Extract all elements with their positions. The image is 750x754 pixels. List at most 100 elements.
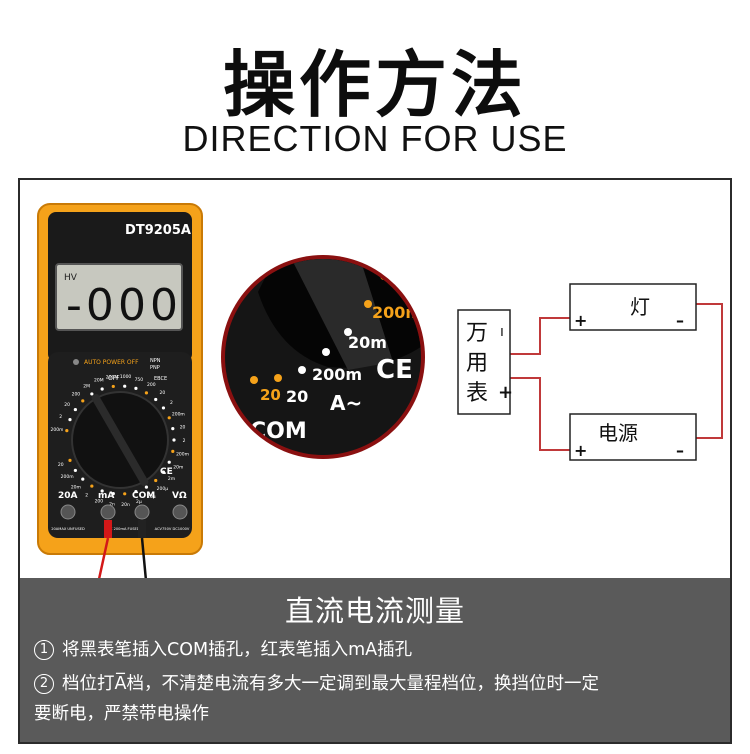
dial-range-label: 20n <box>121 502 130 508</box>
instruction-step-2-cont: 要断电，严禁带电操作 <box>34 700 209 728</box>
lcd-hv: HV <box>64 273 78 283</box>
jack-com: COM <box>132 491 155 501</box>
dial-range-label: 20 <box>159 390 165 396</box>
dial-range-label: 200 <box>72 392 81 398</box>
dial-position-dot <box>154 478 158 483</box>
off-label: OFF <box>108 375 120 382</box>
npn-label: NPN <box>150 358 161 364</box>
dial-range-label: 2m <box>168 476 175 482</box>
meter-ce-mark: CE <box>160 467 173 477</box>
dial-range-label: 2 <box>183 438 186 444</box>
svg-text:20: 20 <box>286 387 308 406</box>
dial-position-dot <box>68 418 72 422</box>
dial-position-dot <box>90 484 94 488</box>
dial-range-label: 200m <box>50 427 63 433</box>
instruction-step-2: 2 档位打A̅档，不清楚电流有多大一定调到最大量程档位，换挡位时一定 <box>34 670 599 698</box>
page-title-en: DIRECTION FOR USE <box>182 118 568 159</box>
dial-range-label: 2 <box>85 493 88 499</box>
dial-position-dot <box>161 470 166 474</box>
svg-text:ı: ı <box>500 324 504 340</box>
dial-position-dot <box>123 384 127 388</box>
step-text: 档位打A̅档，不清楚电流有多大一定调到最大量程档位，换挡位时一定 <box>62 674 599 694</box>
circuit-meter-box <box>457 309 511 415</box>
dial-position-dot <box>123 492 127 496</box>
dial-range-label: 20M <box>94 378 104 384</box>
jack-note-ma: MAX 200mA FUSED <box>104 527 139 531</box>
dial-position-dot <box>134 386 138 390</box>
step-text-cont: 要断电，严禁带电操作 <box>34 704 209 724</box>
wire-lamp-plus <box>510 317 570 355</box>
dial-position-dot <box>167 460 171 464</box>
source-label: 电源 <box>598 421 638 445</box>
dial-position-dot <box>134 490 138 494</box>
dial-position-dot <box>81 477 85 481</box>
zoom-ce-mark: CE <box>376 355 413 385</box>
dial-position-dot <box>144 485 149 489</box>
dial-range-label: 2M <box>83 383 90 389</box>
svg-text:+: + <box>574 441 587 460</box>
svg-text:20: 20 <box>260 386 281 404</box>
jack-vohm: VΩ <box>172 491 187 501</box>
lcd-screen <box>55 263 183 331</box>
dial-range-label: 20μ <box>147 494 156 500</box>
dial-range-label: 200m <box>176 451 189 457</box>
svg-text:+: + <box>574 311 587 330</box>
dial-range-label: 20 <box>64 402 70 408</box>
dial-range-label: 2n <box>109 502 115 508</box>
ebce-label: EBCE <box>154 376 167 382</box>
dial-range-label: 20m <box>173 464 183 470</box>
step-number: 1 <box>34 640 54 660</box>
dial-range-label: 200m <box>172 412 185 418</box>
dial-position-dot <box>111 384 115 389</box>
dial-range-label: 2 <box>59 414 62 420</box>
dial-position-dot <box>161 406 166 410</box>
svg-text:–: – <box>676 441 684 460</box>
svg-text:20m: 20m <box>348 333 387 352</box>
jack-20a: 20A <box>58 491 78 501</box>
wire-lamp-minus <box>696 303 723 439</box>
svg-text:–: – <box>676 311 684 330</box>
svg-text:用: 用 <box>466 351 488 376</box>
multimeter-illustration: DT9205A HV -000 AUTO POWER OFF NPN PNP E… <box>37 203 203 602</box>
svg-text:200m: 200m <box>312 365 362 384</box>
step-number: 2 <box>34 674 54 694</box>
page-title-cn: 操作方法 <box>222 43 527 127</box>
dial-position-dot <box>81 399 85 403</box>
dial-range-label: 20 <box>58 462 64 468</box>
instruction-panel: DT9205A HV -000 AUTO POWER OFF NPN PNP E… <box>18 178 732 744</box>
dial-position-dot <box>167 416 171 420</box>
power-source-box <box>569 413 697 461</box>
dial-range-label: 200 <box>147 382 156 388</box>
dial-range-label: 1000 <box>120 374 132 380</box>
lamp-label: 灯 <box>630 295 650 319</box>
svg-text:A~: A~ <box>330 391 362 415</box>
jack-note-v: ACV750V DC1000V <box>155 527 190 531</box>
dial-position-dot <box>144 391 149 395</box>
dial-position-dot <box>90 392 94 396</box>
dial-range-label: 20m <box>71 484 81 490</box>
dial-position-dot <box>65 429 69 433</box>
dial-position-dot <box>154 397 158 402</box>
lamp-box <box>569 283 697 331</box>
auto-power-off: AUTO POWER OFF <box>84 359 139 366</box>
section-title: 直流电流测量 <box>284 594 465 628</box>
wire-source-plus <box>510 377 570 451</box>
instructions-background <box>20 578 730 742</box>
dial-position-dot <box>111 491 115 496</box>
dial-position-dot <box>100 489 104 493</box>
dial-range-label: 200 <box>95 498 104 504</box>
dial-position-dot <box>171 449 175 453</box>
dial-range-label: 200M <box>106 374 119 380</box>
circuit-diagram: 万 用 表 ı + 灯 + – 电源 + – <box>457 283 723 461</box>
dial-position-dot <box>171 427 175 431</box>
dial-position-dot <box>73 407 77 412</box>
dial-range-label: 200m <box>61 474 74 480</box>
dial-position-dot <box>68 458 72 462</box>
dial-zoom-illustration: 2 200m 20m 200m 20 20 A~ COM CE <box>221 255 425 459</box>
dial-range-label: 20 <box>180 425 186 431</box>
meter-model: DT9205A <box>125 223 191 238</box>
svg-text:表: 表 <box>466 381 488 406</box>
dial-position-dot <box>73 468 77 473</box>
dial-range-label: 200μ <box>157 486 169 492</box>
